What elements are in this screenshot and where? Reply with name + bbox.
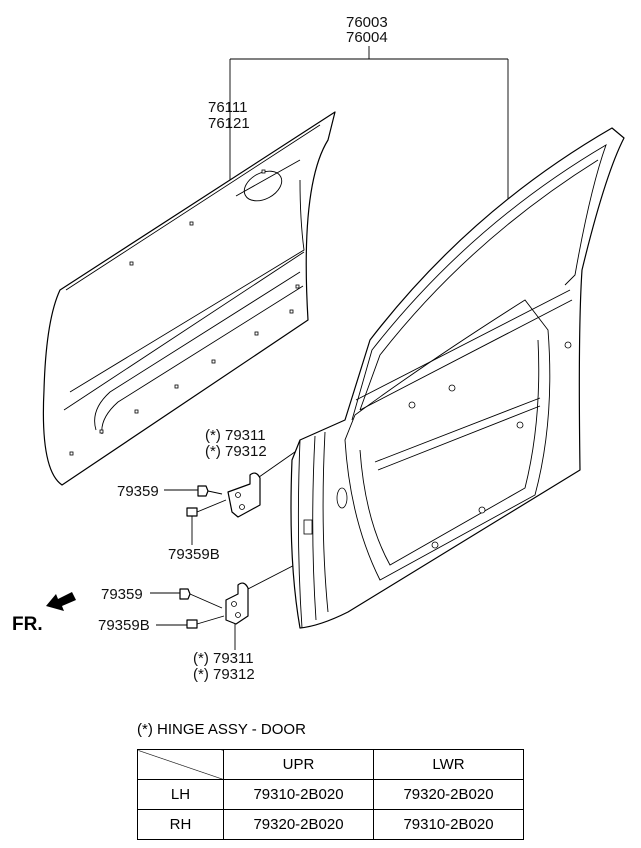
label-door-assy-2: 76004 — [346, 29, 388, 46]
table-cell-upr: 79310-2B020 — [223, 779, 374, 810]
label-outer-panel-1: 76111 — [208, 99, 248, 116]
table-cell-lwr: 79320-2B020 — [373, 779, 524, 810]
lower-bolt-b — [186, 615, 225, 629]
label-upper-hinge-2: (*) 79312 — [205, 443, 267, 460]
lower-bolt — [179, 588, 223, 609]
label-front: FR. — [12, 614, 43, 635]
table-cell-lwr: 79310-2B020 — [373, 809, 524, 840]
table-header-upr: UPR — [223, 749, 374, 780]
table-cell-upr: 79320-2B020 — [223, 809, 374, 840]
upper-bolt — [197, 485, 223, 497]
hinge-assy-table: UPR LWR LH 79310-2B020 79320-2B020 RH 79… — [137, 749, 524, 840]
upper-hinge — [227, 472, 261, 518]
table-row: RH 79320-2B020 79310-2B020 — [137, 809, 524, 840]
label-outer-panel-2: 76121 — [208, 115, 250, 132]
label-lower-bolt-b: 79359B — [98, 617, 150, 634]
outer-door-panel — [42, 111, 336, 486]
front-arrow-icon — [46, 592, 76, 611]
table-header-row: UPR LWR — [137, 749, 524, 780]
table-header-lwr: LWR — [373, 749, 524, 780]
label-door-assy-1: 76003 — [346, 14, 388, 31]
upper-bolt-b — [186, 499, 227, 517]
table-cell-side: RH — [137, 809, 224, 840]
door-frame-assembly — [290, 127, 625, 629]
label-upper-hinge-1: (*) 79311 — [205, 427, 266, 444]
hinge-note: (*) HINGE ASSY - DOOR — [137, 721, 306, 738]
label-upper-bolt: 79359 — [117, 483, 159, 500]
door-parts-diagram: 76003 76004 76111 76121 (*) 79311 (*) 79… — [12, 14, 625, 683]
table-cell-side: LH — [137, 779, 224, 810]
label-lower-bolt: 79359 — [101, 586, 143, 603]
table-row: LH 79310-2B020 79320-2B020 — [137, 779, 524, 810]
lower-hinge — [225, 582, 249, 625]
label-lower-hinge-2: (*) 79312 — [193, 666, 255, 683]
label-lower-hinge-1: (*) 79311 — [193, 650, 254, 667]
table-corner-cell — [137, 749, 224, 780]
label-upper-bolt-b: 79359B — [168, 546, 220, 563]
panel-holes — [69, 169, 300, 456]
